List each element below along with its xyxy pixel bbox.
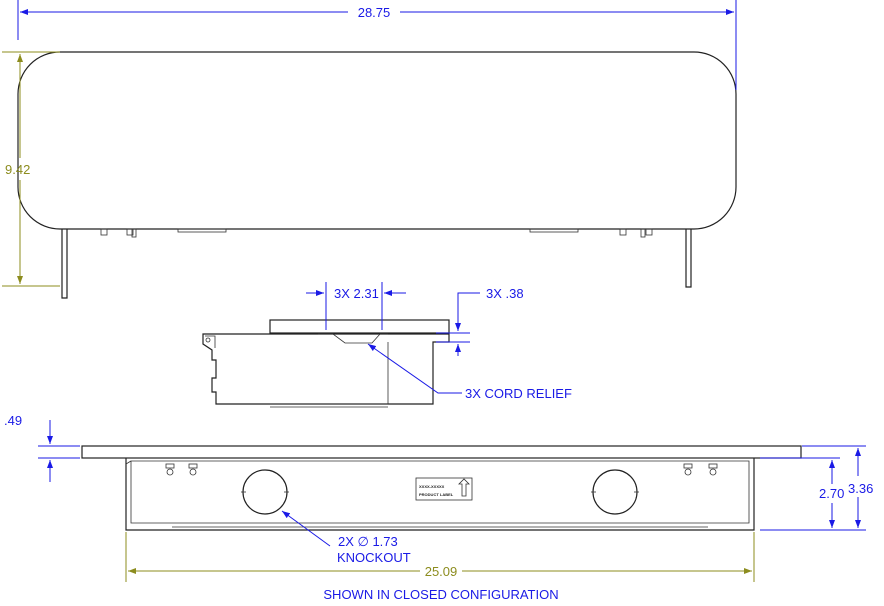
body-depth-total-label: 3.36 <box>848 481 873 496</box>
front-corner-left <box>125 460 132 465</box>
top-height-label: 9.42 <box>5 162 30 177</box>
side-hole <box>205 337 211 343</box>
bottom-width-label: 25.09 <box>425 564 458 579</box>
product-label-line1: XXXX-XXXXX <box>419 484 445 489</box>
depth-arrow-down <box>455 292 480 331</box>
front-body <box>125 458 755 531</box>
side-view: 3X 2.31 3X .38 3X CORD RELIEF <box>202 282 572 408</box>
side-bracket <box>205 335 216 348</box>
front-view: XXXX-XXXXX PRODUCT LABEL .49 2.70 3.36 2… <box>4 413 873 582</box>
right-leg <box>685 229 692 288</box>
knockout-label-line2: KNOCKOUT <box>337 550 411 565</box>
front-flange <box>81 445 802 459</box>
cord-relief-label: 3X CORD RELIEF <box>465 386 572 401</box>
front-inner-panel <box>130 460 750 524</box>
left-leg <box>61 229 68 299</box>
cord-relief-leader <box>367 343 462 394</box>
top-width-label: 28.75 <box>358 5 391 20</box>
configuration-caption: SHOWN IN CLOSED CONFIGURATION <box>323 587 558 602</box>
front-fasteners <box>165 463 718 476</box>
knockout-label-line1: 2X ∅ 1.73 <box>338 534 398 549</box>
cord-relief-notch <box>318 333 388 344</box>
flange-thickness-label: .49 <box>4 413 22 428</box>
knockout-leader <box>281 510 331 547</box>
product-label-line2: PRODUCT LABEL <box>419 492 454 497</box>
top-view-outline <box>17 51 737 230</box>
arrow-up-icon <box>458 478 470 497</box>
product-label-box <box>415 477 473 501</box>
relief-depth-label: 3X .38 <box>486 286 524 301</box>
knockout-left <box>242 469 288 515</box>
body-depth-inner-label: 2.70 <box>819 486 844 501</box>
top-view: 28.75 9.42 <box>2 0 737 299</box>
relief-spacing-label: 3X 2.31 <box>334 286 379 301</box>
side-top-plate <box>269 319 450 334</box>
knockout-right <box>592 469 638 515</box>
top-view-tabs <box>100 228 653 238</box>
side-body <box>202 333 450 405</box>
